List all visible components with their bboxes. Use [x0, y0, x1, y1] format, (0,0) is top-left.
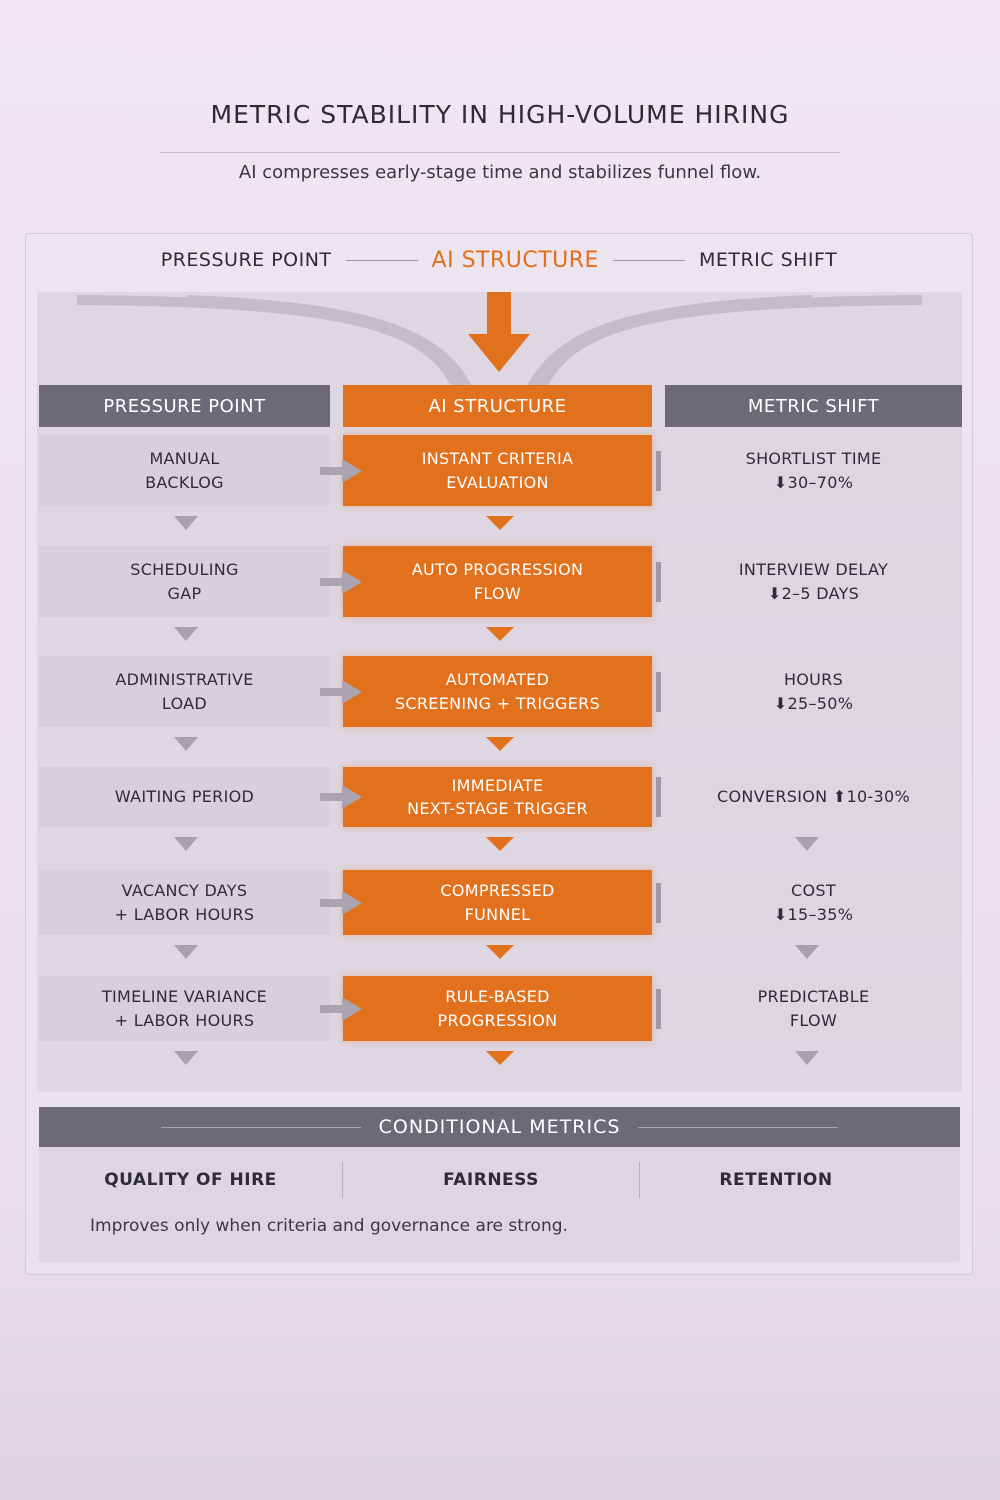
- down-arrow-icon: [174, 837, 198, 851]
- pressure-point-cell: MANUAL BACKLOG: [39, 435, 330, 506]
- ai-structure-cell: IMMEDIATE NEXT-STAGE TRIGGER: [343, 767, 652, 827]
- ai-structure-cell: AUTOMATED SCREENING + TRIGGERS: [343, 656, 652, 727]
- pressure-point-cell: ADMINISTRATIVE LOAD: [39, 656, 330, 727]
- right-arrow-icon: [320, 996, 362, 1021]
- header-ai-structure: AI STRUCTURE: [343, 385, 652, 427]
- conditional-metrics-header: CONDITIONAL METRICS: [39, 1107, 960, 1147]
- divider: [342, 1162, 343, 1198]
- subtitle: AI compresses early-stage time and stabi…: [238, 162, 762, 183]
- down-arrow-icon: [174, 627, 198, 641]
- divider: [656, 882, 661, 923]
- divider: [638, 1126, 839, 1128]
- header-metric-shift: METRIC SHIFT: [665, 385, 962, 427]
- down-arrow-icon: [486, 945, 514, 959]
- down-arrow-icon: [486, 837, 514, 851]
- divider: [612, 259, 685, 261]
- divider: [656, 561, 661, 602]
- ai-structure-cell: INSTANT CRITERIA EVALUATION: [343, 435, 652, 506]
- right-arrow-icon: [320, 679, 362, 704]
- pressure-point-cell: TIMELINE VARIANCE + LABOR HOURS: [39, 976, 330, 1041]
- metric-retention: RETENTION: [719, 1170, 833, 1190]
- down-arrow-icon: [795, 1051, 819, 1065]
- down-arrow-icon: [795, 945, 819, 959]
- divider: [160, 1126, 361, 1128]
- down-arrow-icon: [174, 945, 198, 959]
- divider: [345, 259, 418, 261]
- metric-shift-cell: CONVERSION ⬆10-30%: [665, 767, 962, 827]
- header-pressure-point: PRESSURE POINT: [39, 385, 330, 427]
- funnel-streams-graphic: [76, 295, 923, 387]
- metric-shift-cell: PREDICTABLE FLOW: [665, 976, 962, 1041]
- metric-shift-cell: COST ⬇15–35%: [665, 870, 962, 935]
- divider: [656, 671, 661, 712]
- divider: [656, 988, 661, 1029]
- legend-pressure: PRESSURE POINT: [160, 249, 332, 271]
- conditional-title: CONDITIONAL METRICS: [378, 1116, 621, 1138]
- divider: [639, 1162, 640, 1198]
- metric-fairness: FAIRNESS: [443, 1170, 539, 1190]
- down-arrow-icon: [486, 516, 514, 530]
- legend-metric: METRIC SHIFT: [698, 249, 838, 271]
- pressure-point-cell: SCHEDULING GAP: [39, 546, 330, 617]
- divider: [656, 777, 661, 817]
- metric-shift-cell: HOURS ⬇25–50%: [665, 656, 962, 727]
- pressure-point-cell: VACANCY DAYS + LABOR HOURS: [39, 870, 330, 935]
- column-legend: PRESSURE POINT AI STRUCTURE METRIC SHIFT: [25, 240, 973, 280]
- divider: [656, 450, 661, 491]
- down-arrow-icon: [174, 737, 198, 751]
- ai-structure-cell: COMPRESSED FUNNEL: [343, 870, 652, 935]
- main-down-arrow-icon: [468, 292, 530, 372]
- right-arrow-icon: [320, 569, 362, 594]
- down-arrow-icon: [174, 516, 198, 530]
- down-arrow-icon: [795, 837, 819, 851]
- legend-ai: AI STRUCTURE: [431, 247, 599, 273]
- pressure-point-cell: WAITING PERIOD: [39, 767, 330, 827]
- down-arrow-icon: [486, 737, 514, 751]
- down-arrow-icon: [486, 627, 514, 641]
- down-arrow-icon: [486, 1051, 514, 1065]
- metric-shift-cell: SHORTLIST TIME ⬇30–70%: [665, 435, 962, 506]
- down-arrow-icon: [174, 1051, 198, 1065]
- right-arrow-icon: [320, 785, 362, 809]
- right-arrow-icon: [320, 890, 362, 915]
- ai-structure-cell: AUTO PROGRESSION FLOW: [343, 546, 652, 617]
- ai-structure-cell: RULE-BASED PROGRESSION: [343, 976, 652, 1041]
- metric-shift-cell: INTERVIEW DELAY ⬇2–5 DAYS: [665, 546, 962, 617]
- title-divider: [160, 152, 840, 153]
- right-arrow-icon: [320, 458, 362, 483]
- conditional-note: Improves only when criteria and governan…: [90, 1216, 568, 1236]
- metric-quality-of-hire: QUALITY OF HIRE: [104, 1170, 277, 1190]
- page-title: METRIC STABILITY IN HIGH-VOLUME HIRING: [210, 100, 790, 129]
